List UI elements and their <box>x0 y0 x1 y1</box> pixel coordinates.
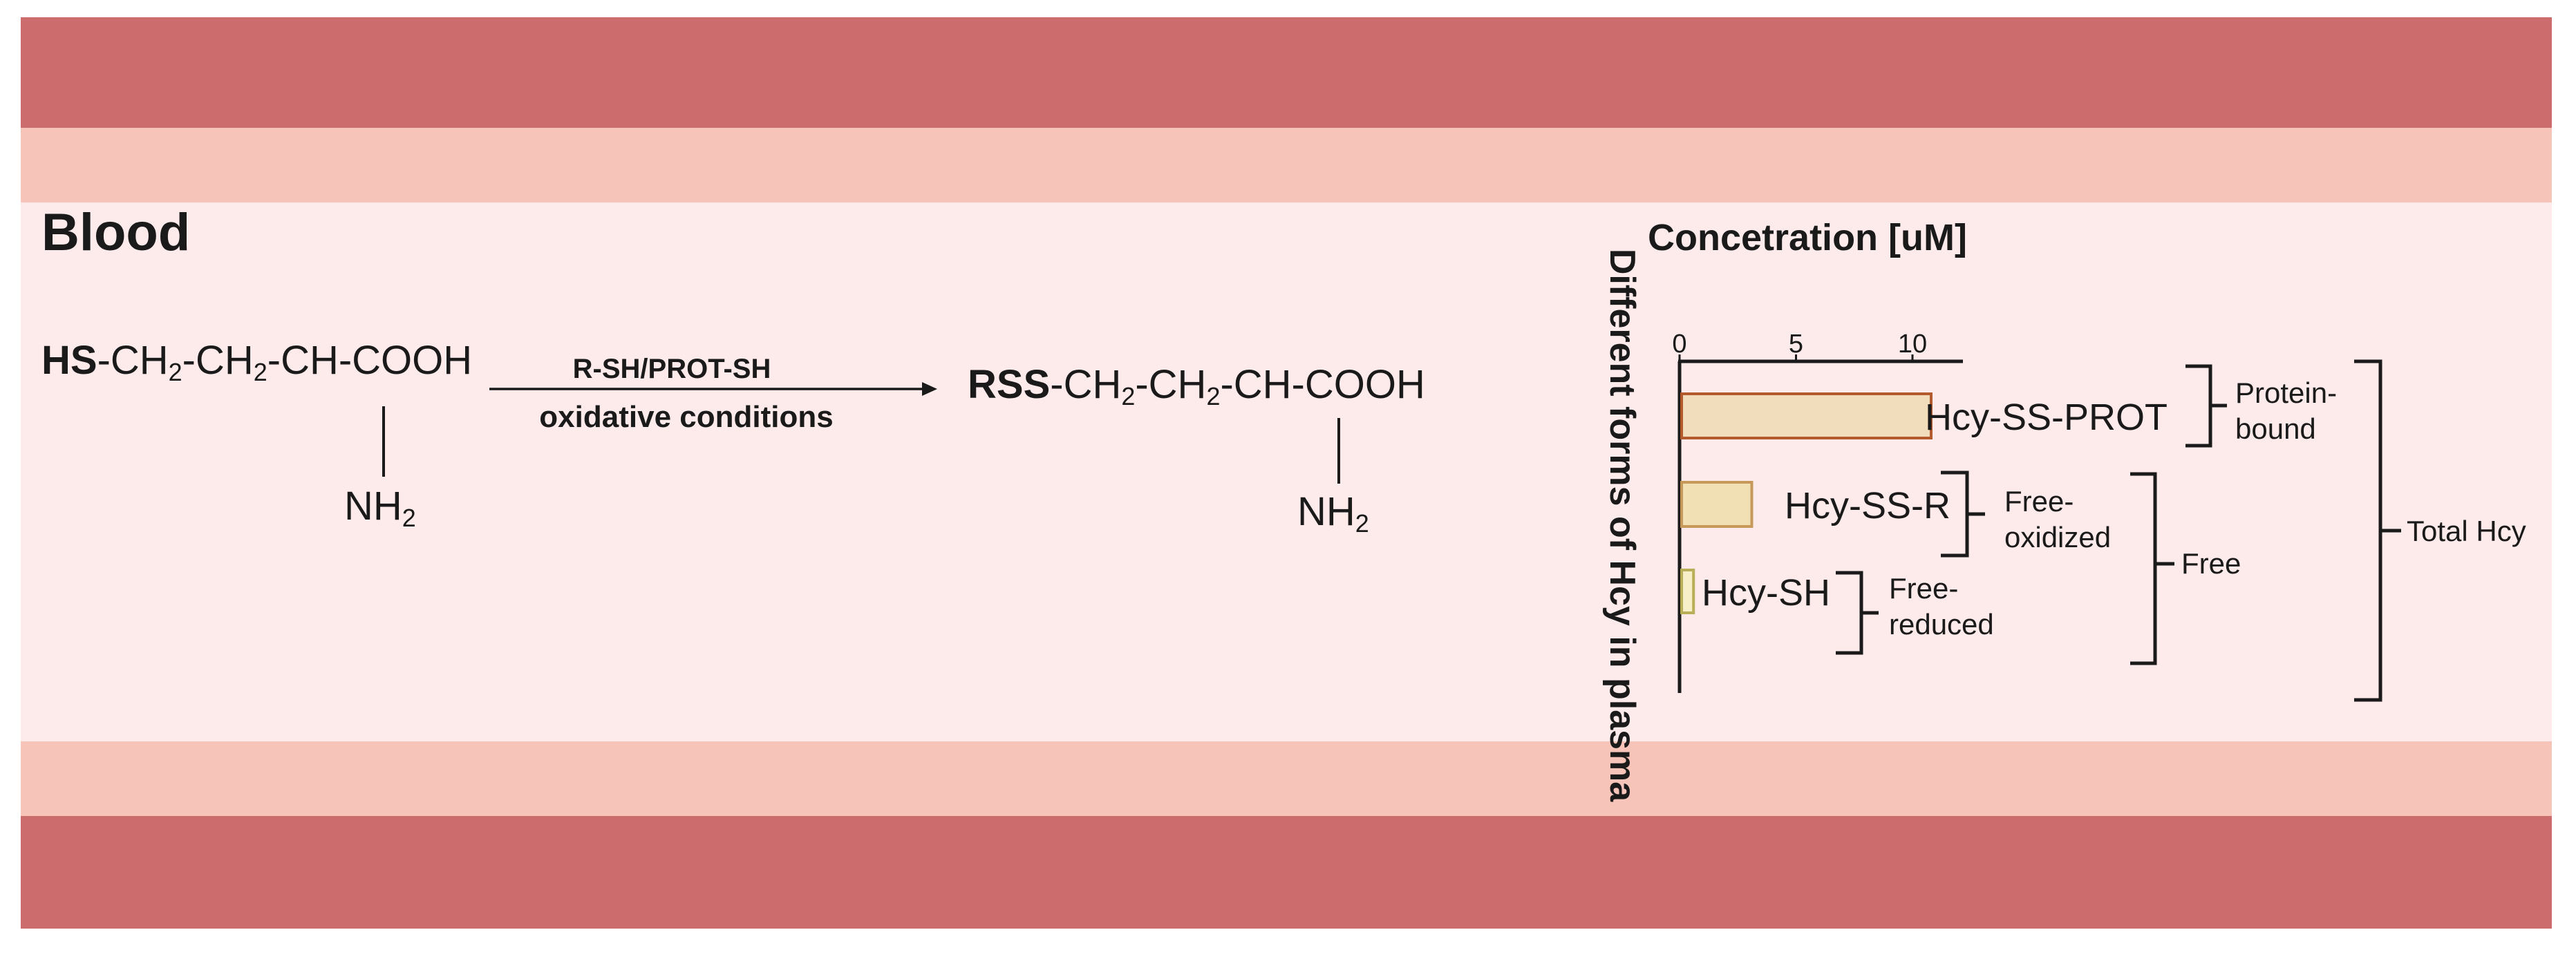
hcy-concentration-chart: Concetration [uM] Different forms of Hcy… <box>1602 217 2168 802</box>
reactant-chain-part-1: -CH <box>97 338 169 383</box>
bar-label-0: Hcy-SS-PROT <box>1925 397 2168 438</box>
group-label-protein-bound-line-2: bound <box>2235 412 2316 445</box>
product-amino-group: NH2 <box>1297 489 1369 538</box>
reactant-amino-group: NH2 <box>344 484 416 532</box>
reactant-amino-subscript: 2 <box>402 504 416 532</box>
product-formula: RSS-CH2-CH2-CH-COOH <box>968 362 1425 410</box>
group-labels: Protein-bound Free-oxidized Free-reduced… <box>1889 377 2526 640</box>
chart-y-axis-label: Different forms of Hcy in plasma <box>1602 249 1642 802</box>
arrow-label-conditions: oxidative conditions <box>539 400 833 434</box>
group-label-protein-bound-line-1: Protein- <box>2235 377 2337 409</box>
bar-2 <box>1680 569 1695 614</box>
group-brackets <box>1836 359 2401 702</box>
group-label-free-reduced-line-1: Free- <box>1889 572 1958 605</box>
group-label-free-oxidized-line-2: oxidized <box>2004 521 2111 553</box>
arrow-label-reagents: R-SH/PROT-SH <box>573 354 771 384</box>
bracket-free-oxidized <box>1941 471 1985 558</box>
product-amino-subscript: 2 <box>1355 509 1369 538</box>
bracket-protein-bound <box>2185 364 2227 448</box>
group-label-free-oxidized: Free-oxidized <box>2004 485 2111 553</box>
group-label-free-reduced-line-2: reduced <box>1889 608 1994 640</box>
reactant-subscript-1: 2 <box>169 358 182 386</box>
vessel-bottom-wall <box>21 816 2552 929</box>
group-label-total-hcy: Total Hcy <box>2407 515 2526 547</box>
bar-label-2: Hcy-SH <box>1702 572 1830 614</box>
product-chain-part-2: -CH <box>1135 362 1206 407</box>
bar-label-1: Hcy-SS-R <box>1785 485 1950 526</box>
group-label-protein-bound: Protein-bound <box>2235 377 2337 445</box>
x-tick-label-2: 10 <box>1898 330 1927 359</box>
product-subscript-2: 2 <box>1206 382 1220 410</box>
product-amino-text: NH <box>1297 489 1355 534</box>
product-chain-part-1: -CH <box>1050 362 1121 407</box>
blood-title: Blood <box>41 203 190 262</box>
reactant-chain-part-3: -CH-COOH <box>267 338 472 383</box>
reaction-arrow-head <box>922 382 937 396</box>
x-tick-label-0: 0 <box>1672 330 1686 359</box>
vessel-bottom-inner-wall <box>21 741 2552 816</box>
product-disulfide-group: RSS <box>968 362 1050 407</box>
bracket-free <box>2130 472 2174 665</box>
group-label-free: Free <box>2181 547 2241 580</box>
group-label-free-reduced: Free-reduced <box>1889 572 1994 640</box>
x-tick-label-1: 5 <box>1789 330 1803 359</box>
chart-title: Concetration [uM] <box>1648 217 1967 258</box>
reactant-subscript-2: 2 <box>254 358 267 386</box>
product-chain-part-3: -CH-COOH <box>1220 362 1425 407</box>
bar-1 <box>1680 481 1754 528</box>
reactant-thiol-group: HS <box>41 338 97 383</box>
product-subscript-1: 2 <box>1121 382 1135 410</box>
group-label-free-oxidized-line-1: Free- <box>2004 485 2074 518</box>
vessel-top-wall <box>21 17 2552 128</box>
bracket-total <box>2354 359 2401 702</box>
reactant-amino-text: NH <box>344 484 402 529</box>
reactant-formula: HS-CH2-CH2-CH-COOH <box>41 338 472 386</box>
bar-0 <box>1680 392 1933 439</box>
plasma-lumen <box>21 202 2552 741</box>
bracket-free-reduced <box>1836 571 1879 655</box>
reactant-chain-part-2: -CH <box>182 338 254 383</box>
vessel-top-inner-wall <box>21 128 2552 202</box>
